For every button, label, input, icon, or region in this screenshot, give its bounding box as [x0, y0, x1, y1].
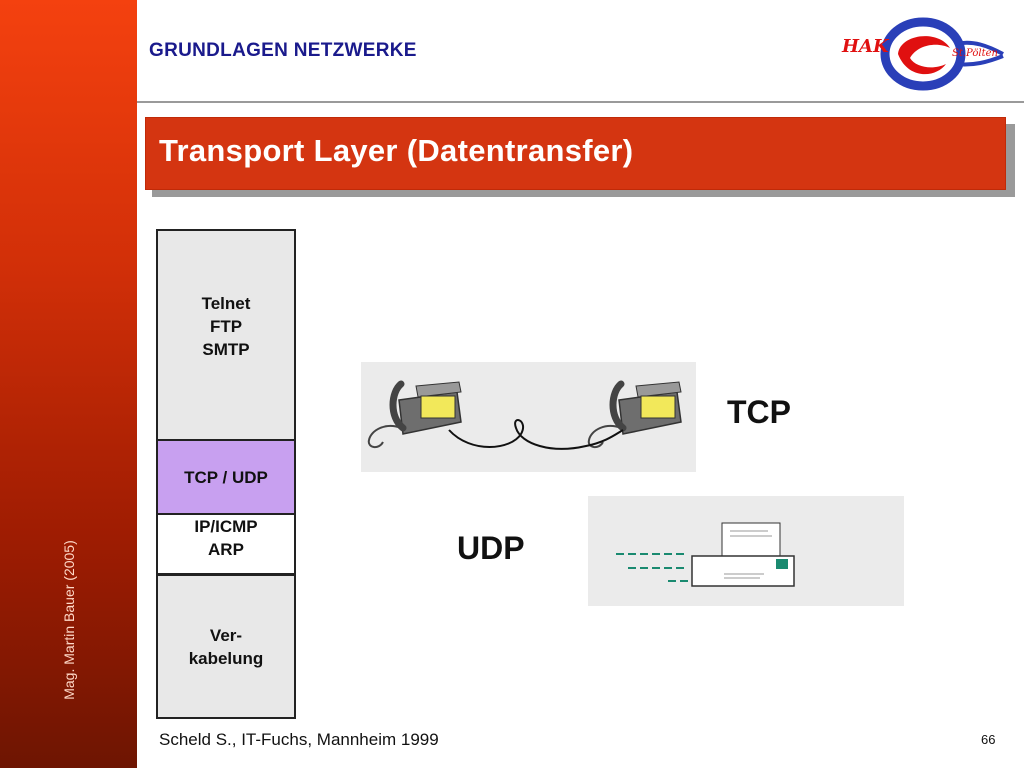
slide-title: Transport Layer (Datentransfer) — [159, 133, 634, 168]
envelope-icon — [691, 555, 795, 587]
cabling-line2: kabelung — [188, 648, 264, 668]
telephone-icon-left — [367, 380, 462, 448]
protocol-stack: Telnet FTP SMTP TCP / UDP IP/ICMP ARP Ve… — [156, 229, 296, 719]
network-layer: IP/ICMP ARP — [156, 513, 296, 575]
tcp-label: TCP — [727, 394, 791, 430]
author-credit: Mag. Martin Bauer (2005) — [61, 540, 77, 700]
header-divider — [137, 101, 1024, 103]
protocol-arp: ARP — [208, 540, 244, 559]
protocol-smtp: SMTP — [202, 340, 250, 359]
protocol-ftp: FTP — [209, 317, 243, 336]
transport-label: TCP / UDP — [184, 467, 268, 487]
sidebar: Mag. Martin Bauer (2005) — [0, 0, 137, 768]
logo-text-right: St.Pölten — [952, 48, 998, 59]
telephone-icon-right — [587, 380, 682, 448]
tcp-illustration — [361, 362, 696, 472]
udp-label: UDP — [457, 530, 525, 566]
protocol-telnet: Telnet — [201, 294, 251, 313]
school-logo: HAK St.Pölten — [841, 17, 1004, 91]
protocol-ip-icmp: IP/ICMP — [194, 517, 258, 536]
title-banner: Transport Layer (Datentransfer) — [145, 117, 1006, 190]
page-number: 66 — [981, 732, 996, 747]
logo-text-left: HAK — [841, 36, 890, 57]
physical-layer: Ver- kabelung — [156, 574, 296, 719]
phone-cable — [448, 419, 624, 450]
header-title: GRUNDLAGEN NETZWERKE — [149, 40, 417, 61]
udp-illustration — [588, 496, 904, 606]
source-citation: Scheld S., IT-Fuchs, Mannheim 1999 — [159, 730, 439, 749]
application-layer: Telnet FTP SMTP — [156, 229, 296, 443]
transport-layer: TCP / UDP — [156, 439, 296, 515]
cabling-line1: Ver- — [209, 625, 243, 645]
speed-lines — [616, 553, 688, 582]
